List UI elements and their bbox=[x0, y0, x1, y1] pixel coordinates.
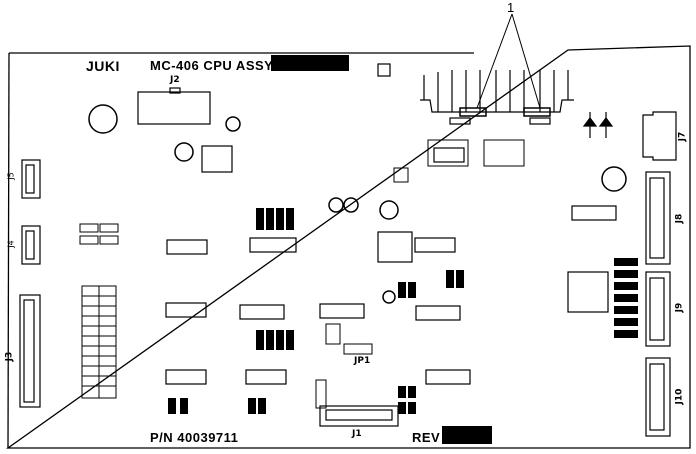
j1-connector bbox=[319, 405, 399, 427]
small-parts bbox=[79, 139, 525, 409]
heatsink bbox=[420, 70, 574, 125]
label-j9: J9 bbox=[674, 302, 685, 313]
j2-connector bbox=[137, 87, 211, 125]
integrated-circuits bbox=[165, 145, 617, 385]
right-connectors bbox=[642, 111, 677, 437]
redacted-block-top bbox=[271, 55, 349, 71]
board-title: MC-406 CPU ASSY bbox=[150, 58, 274, 73]
label-j6: J5 bbox=[6, 172, 16, 180]
diodes bbox=[582, 112, 614, 138]
callout-number: 1 bbox=[507, 0, 515, 15]
label-j10: J10 bbox=[674, 388, 685, 405]
brand-logo: JUKI bbox=[86, 58, 120, 74]
part-number: P/N 40039711 bbox=[150, 430, 239, 445]
board-outline bbox=[5, 45, 691, 449]
label-j3: J3 bbox=[4, 351, 15, 362]
left-connectors bbox=[19, 159, 41, 408]
label-j2: J2 bbox=[170, 75, 180, 85]
callout-leader-lines bbox=[476, 13, 541, 109]
component-blocks bbox=[168, 208, 638, 414]
revision-label: REV bbox=[412, 430, 441, 445]
label-jp1: JP1 bbox=[354, 356, 371, 366]
label-j8: J8 bbox=[674, 213, 685, 224]
resistor-bank bbox=[81, 285, 117, 399]
redacted-block-rev bbox=[442, 426, 492, 444]
capacitors bbox=[88, 104, 627, 304]
label-j7: J7 bbox=[677, 131, 688, 142]
label-j1: J1 bbox=[352, 429, 362, 439]
ground-mark bbox=[377, 63, 391, 77]
label-j4: J4 bbox=[6, 240, 16, 248]
